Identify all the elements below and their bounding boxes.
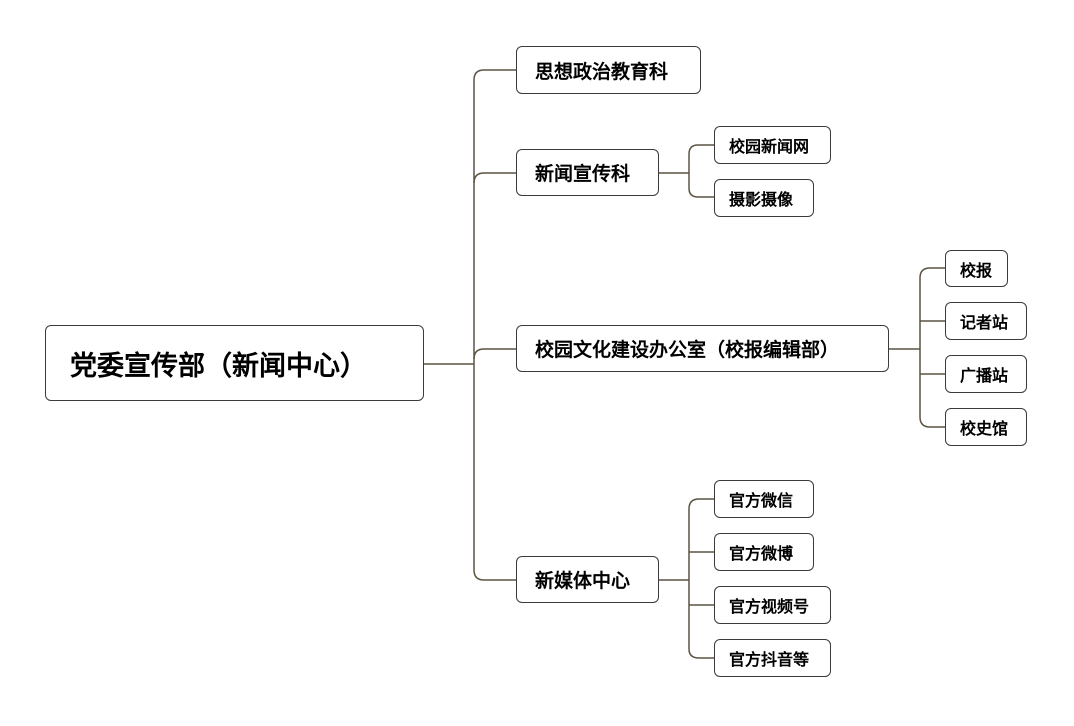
child-node-b2-2: 摄影摄像 xyxy=(714,179,814,217)
branch-node-3: 校园文化建设办公室（校报编辑部） xyxy=(516,325,889,372)
child-node-b3-1: 校报 xyxy=(945,250,1008,287)
child-node-label: 记者站 xyxy=(960,313,1009,332)
connector-to-branch-2 xyxy=(473,172,516,184)
root-node: 党委宣传部（新闻中心） xyxy=(45,325,424,401)
child-node-b4-4: 官方抖音等 xyxy=(714,639,831,677)
branch-node-label: 校园文化建设办公室（校报编辑部） xyxy=(535,339,840,361)
connector-b3-child-4 xyxy=(919,416,945,428)
child-node-b3-2: 记者站 xyxy=(945,302,1027,340)
connector-b2-child-1 xyxy=(688,144,714,155)
child-node-b4-1: 官方微信 xyxy=(714,480,814,518)
child-node-b2-1: 校园新闻网 xyxy=(714,126,831,164)
child-node-label: 官方微博 xyxy=(729,544,794,563)
connector-b3-child-1 xyxy=(919,267,945,279)
child-node-label: 官方微信 xyxy=(729,491,794,510)
child-node-b3-4: 校史馆 xyxy=(945,408,1027,446)
child-node-label: 校报 xyxy=(960,260,993,280)
branch-node-2: 新闻宣传科 xyxy=(516,149,659,196)
connector-to-branch-4 xyxy=(473,569,516,581)
child-node-label: 官方抖音等 xyxy=(729,650,810,669)
child-node-label: 摄影摄像 xyxy=(729,190,794,209)
root-node-label: 党委宣传部（新闻中心） xyxy=(70,350,367,382)
branch-node-label: 思想政治教育科 xyxy=(535,60,669,83)
connector-to-branch-3 xyxy=(473,348,516,360)
child-node-label: 校史馆 xyxy=(960,419,1009,438)
branch-node-label: 新媒体中心 xyxy=(535,570,631,592)
child-node-b4-2: 官方微博 xyxy=(714,533,814,571)
child-node-label: 官方视频号 xyxy=(729,597,810,616)
connector-b4-child-4 xyxy=(688,648,714,659)
child-node-label: 校园新闻网 xyxy=(729,137,810,156)
branch-node-1: 思想政治教育科 xyxy=(516,46,701,94)
child-node-label: 广播站 xyxy=(960,366,1009,385)
branch-node-4: 新媒体中心 xyxy=(516,556,659,603)
child-node-b3-3: 广播站 xyxy=(945,355,1027,393)
connector-to-branch-1 xyxy=(473,69,516,81)
connector-b2-child-2 xyxy=(688,187,714,198)
child-node-b4-3: 官方视频号 xyxy=(714,586,831,624)
connector-b4-child-1 xyxy=(688,498,714,510)
branch-node-label: 新闻宣传科 xyxy=(535,163,631,185)
